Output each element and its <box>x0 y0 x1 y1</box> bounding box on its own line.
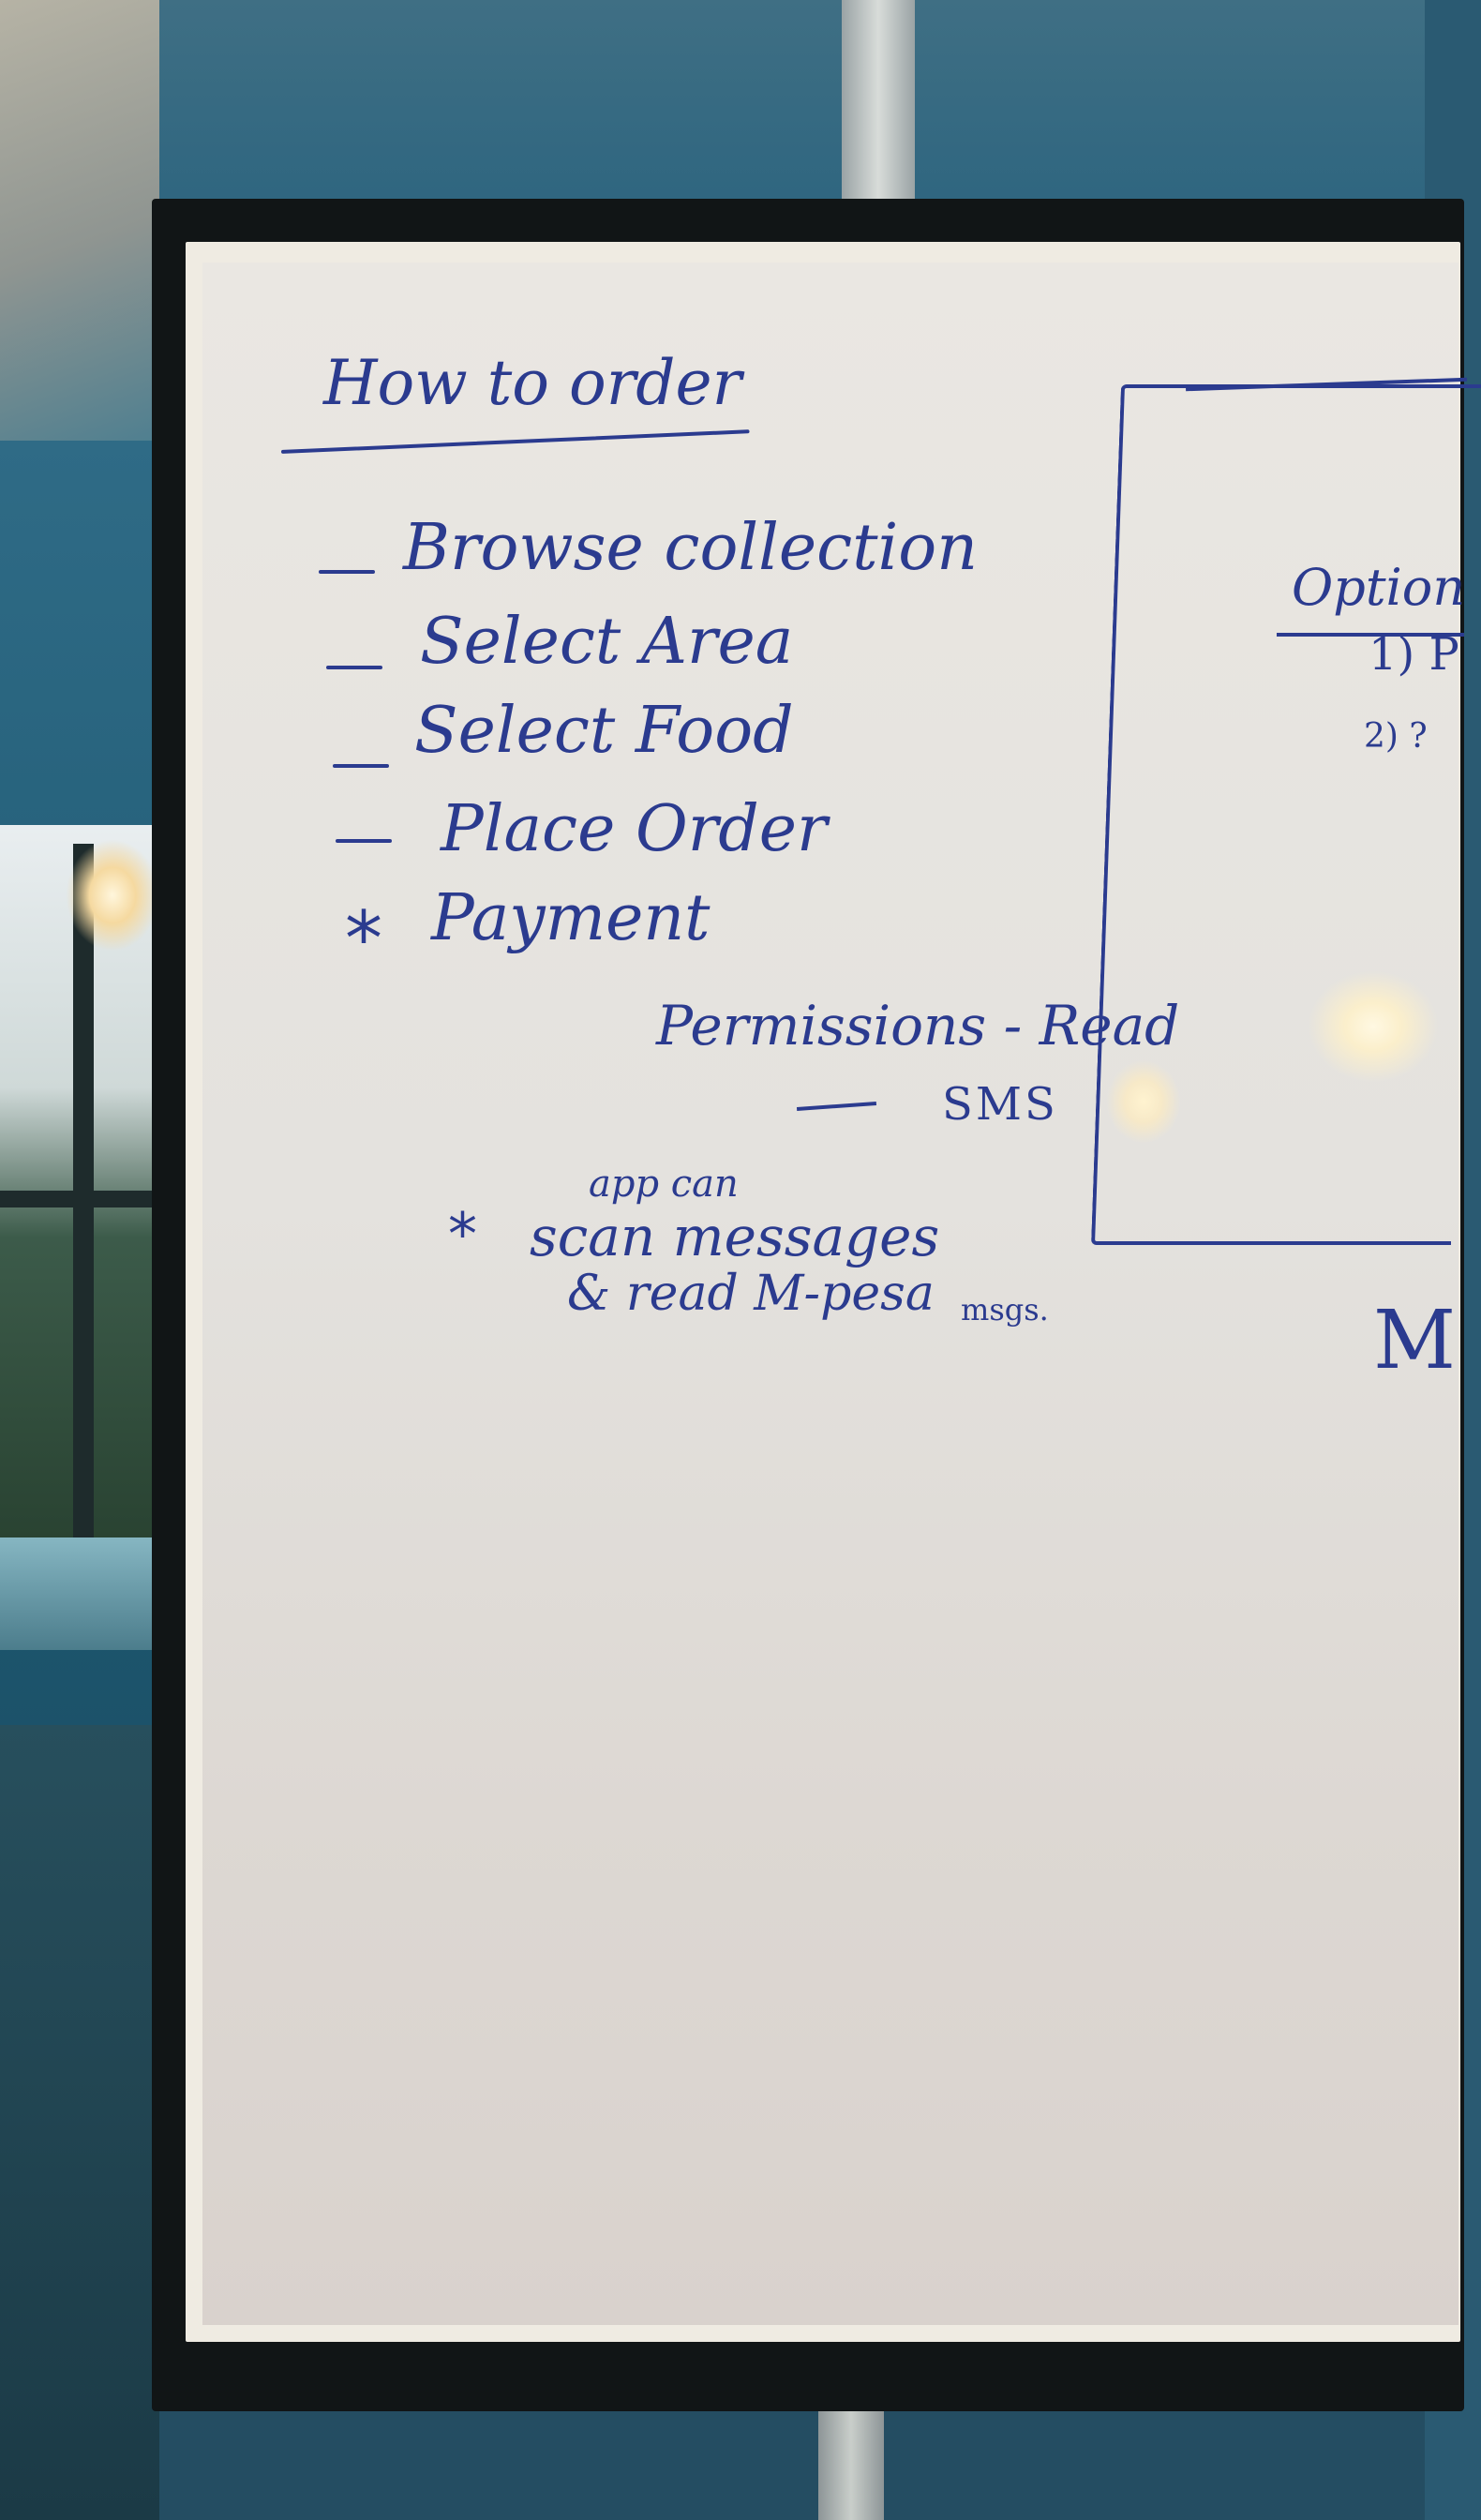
note-line: scan messages <box>530 1205 940 1268</box>
permissions-sms: SMS <box>942 1078 1058 1131</box>
step-item: Payment <box>431 881 711 955</box>
step-item: Browse collection <box>403 511 979 585</box>
step-item: Place Order <box>441 792 828 866</box>
note-line: app can <box>589 1162 739 1206</box>
note-line: & read M-pesa <box>567 1266 935 1322</box>
option-item: 2) ? <box>1364 717 1428 756</box>
step-dash <box>326 666 382 669</box>
step-item: Select Food <box>414 694 794 768</box>
right-box <box>1090 384 1481 1245</box>
light-reflection <box>1308 970 1439 1083</box>
ceiling <box>0 0 159 441</box>
asterisk-icon: * <box>448 1200 477 1268</box>
option-item: 1) P <box>1369 628 1459 681</box>
step-dash <box>319 570 375 574</box>
window-transom <box>0 1191 157 1208</box>
step-dash <box>336 839 392 843</box>
pillar-bottom <box>818 2400 884 2520</box>
step-item: Select Area <box>420 605 794 679</box>
asterisk-icon: * <box>345 895 382 982</box>
ceiling-lamp <box>66 839 159 952</box>
whiteboard-surface <box>202 262 1459 2325</box>
floor <box>0 1725 159 2520</box>
options-heading: Option <box>1292 558 1466 617</box>
light-reflection <box>1106 1059 1181 1144</box>
note-line: msgs. <box>961 1292 1049 1328</box>
window-ledge <box>0 1538 157 1650</box>
board-title: How to order <box>323 347 742 419</box>
pillar-top <box>842 0 915 206</box>
cut-off-text: M <box>1373 1294 1457 1388</box>
step-dash <box>333 764 389 768</box>
permissions-note: Permissions - Read <box>656 994 1180 1058</box>
background-wall <box>0 0 1425 202</box>
options-underline <box>1277 633 1464 637</box>
